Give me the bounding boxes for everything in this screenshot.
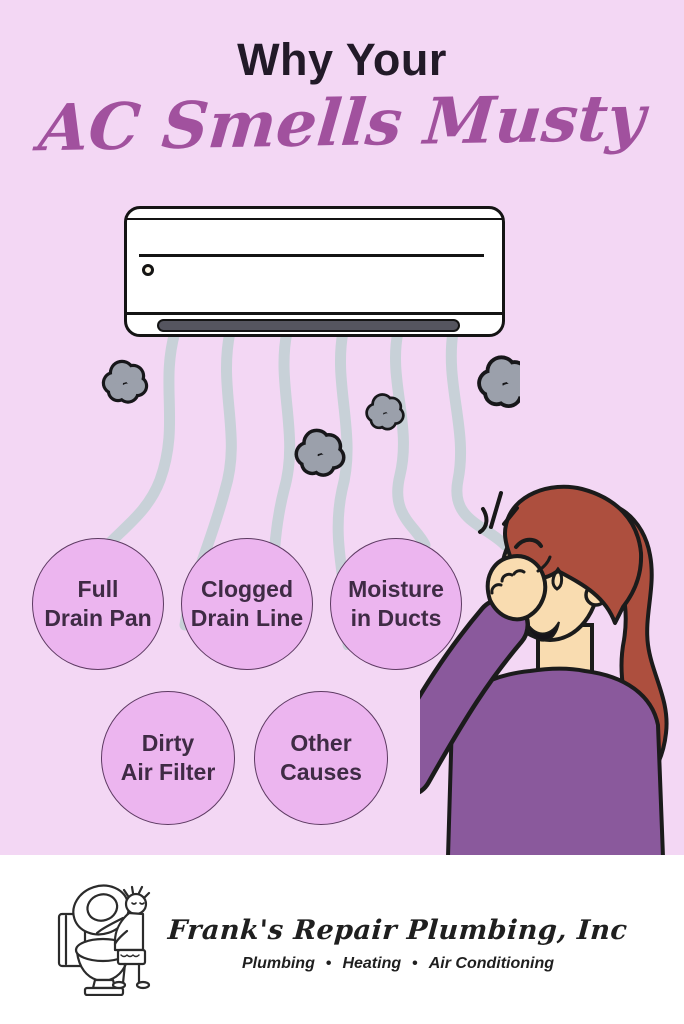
company-services: Plumbing • Heating • Air Conditioning	[242, 955, 554, 973]
woman-pinching-nose-illustration	[420, 484, 669, 855]
poster-title-line2: AC Smells Musty	[35, 80, 649, 167]
cause-label: Dirty	[141, 729, 195, 756]
company-name: Frank's Repair Plumbing, Inc	[167, 914, 629, 946]
cause-label: Moisture	[348, 575, 444, 602]
cause-label: Drain Pan	[44, 605, 152, 631]
cause-label: Air Filter	[120, 759, 216, 785]
service-air-conditioning: Air Conditioning	[428, 954, 555, 972]
hand-knuckles	[490, 555, 552, 595]
smell-cloud-icon	[477, 355, 520, 409]
smell-cloud-icon	[101, 359, 149, 404]
cause-label: Clogged	[201, 575, 293, 602]
ac-lower-seam	[127, 312, 502, 315]
ac-panel-seam	[127, 218, 502, 220]
cause-bubble-full-drain-pan: Full Drain Pan	[32, 538, 164, 670]
cause-bubble-clogged-drain-line: Clogged Drain Line	[181, 538, 313, 670]
footer-logo-band: Frank's Repair Plumbing, Inc Plumbing • He…	[0, 855, 684, 1024]
sweat-drop-icon	[551, 566, 564, 591]
bullet-separator: •	[325, 954, 332, 972]
cause-bubble-moisture-in-ducts: Moisture in Ducts	[330, 538, 462, 670]
bullet-separator: •	[412, 954, 418, 972]
ac-indicator-light	[142, 264, 154, 276]
woman-mouth	[525, 620, 560, 642]
plumber-boy	[96, 885, 151, 989]
plumber-boy-toilet-logo-art	[58, 883, 151, 996]
footer-logo-text: Frank's Repair Plumbing, Inc Plumbing • He…	[167, 914, 629, 973]
poster-main-area: Why Your AC Smells Musty	[0, 0, 684, 855]
smell-cloud-icon	[294, 428, 346, 477]
cause-bubble-dirty-air-filter: Dirty Air Filter	[101, 691, 235, 825]
cause-bubble-other-causes: Other Causes	[254, 691, 388, 825]
service-plumbing: Plumbing	[241, 954, 315, 972]
cause-label: Full	[77, 575, 119, 602]
cause-label: Drain Line	[190, 605, 304, 631]
ac-front-groove	[139, 254, 484, 257]
poster-title-line1: Why Your	[237, 34, 447, 85]
air-streams-and-smell-clouds-illustration	[89, 330, 520, 650]
toilet-base	[84, 986, 125, 996]
service-heating: Heating	[342, 954, 402, 972]
alarm-squiggle-icon	[478, 491, 519, 534]
air-stream-lines	[89, 330, 511, 650]
ac-unit-illustration	[124, 206, 505, 337]
woman-arm-sleeve	[420, 601, 526, 789]
woman-hand-pinching-nose	[485, 554, 548, 622]
cause-label: Other	[290, 729, 352, 756]
woman-eyebrow	[514, 537, 543, 549]
cause-label: in Ducts	[350, 605, 442, 631]
cause-label: Causes	[280, 759, 362, 785]
ac-air-vent	[157, 319, 460, 332]
